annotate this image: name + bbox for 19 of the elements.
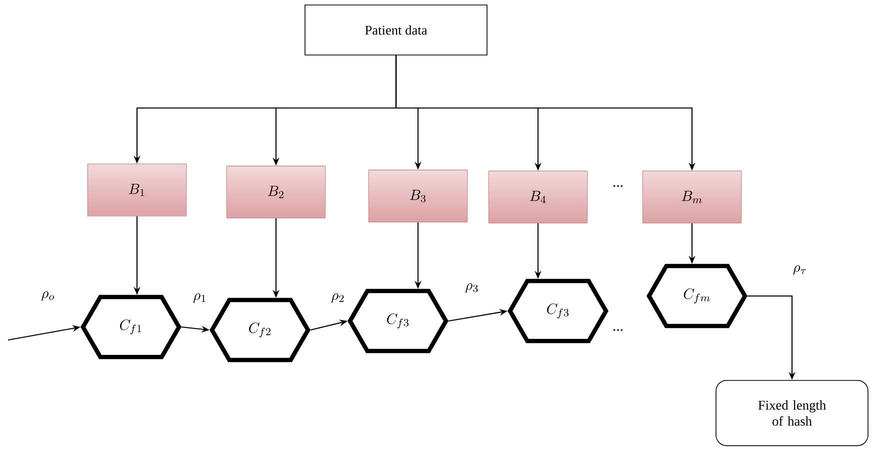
hexagon: $C_{f3}$ bbox=[508, 278, 608, 344]
ellipsis: ... bbox=[613, 329, 623, 331]
hexagon: $C_{f3}$ bbox=[348, 288, 448, 354]
hexagon: $C_{f2}$ bbox=[210, 298, 310, 362]
text-box: Patient data bbox=[304, 4, 488, 56]
block-box: $B_2$ bbox=[226, 166, 326, 218]
block-box: $B_3$ bbox=[368, 170, 468, 222]
hexagon: $C_{f1}$ bbox=[80, 294, 182, 360]
block-box: $B_4$ bbox=[488, 170, 588, 224]
output-box: Fixed length of hash bbox=[716, 380, 868, 446]
edge-label: $\rho_3$ bbox=[464, 282, 480, 294]
edge-label: $\rho_\tau$ bbox=[791, 264, 809, 276]
block-box: $B_1$ bbox=[87, 164, 187, 216]
edge-label: $\rho_2$ bbox=[330, 292, 346, 304]
edge-label: $\rho_1$ bbox=[192, 292, 208, 304]
edge-label: $\rho_o$ bbox=[40, 290, 56, 302]
hexagon: $C_{fm}$ bbox=[646, 264, 748, 328]
ellipsis: ... bbox=[613, 185, 623, 187]
block-box: $B_m$ bbox=[642, 170, 742, 224]
